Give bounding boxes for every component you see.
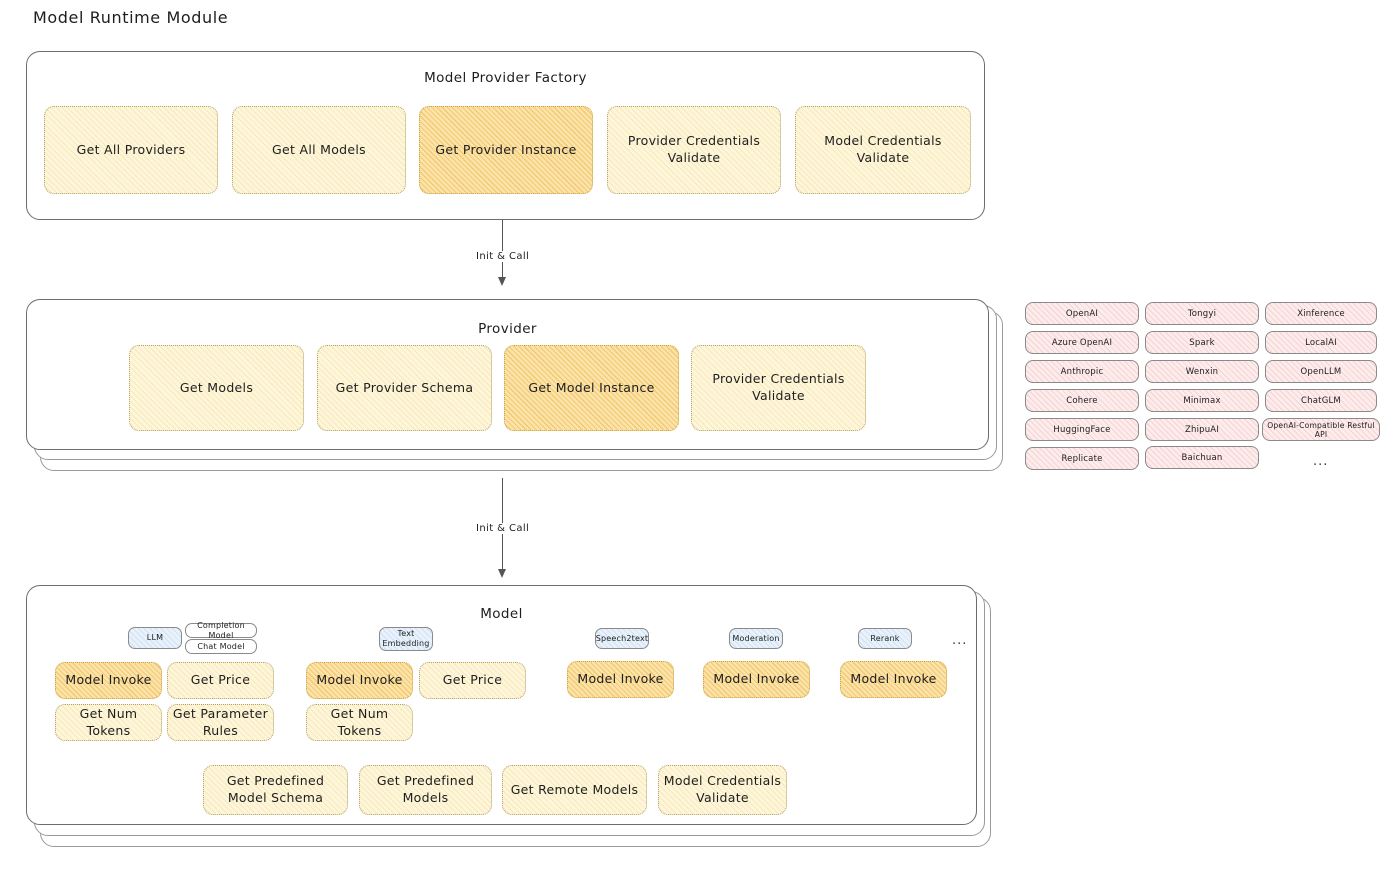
provider-chip-zhipuai[interactable]: ZhipuAI bbox=[1145, 418, 1259, 441]
provider-list-more-ellipsis: ... bbox=[1313, 454, 1329, 469]
op-speech2text-model-invoke[interactable]: Model Invoke bbox=[567, 661, 674, 698]
op-get-predefined-model-schema[interactable]: Get Predefined Model Schema bbox=[203, 765, 348, 815]
op-moderation-model-invoke[interactable]: Model Invoke bbox=[703, 661, 810, 698]
provider-chip-xinference[interactable]: Xinference bbox=[1265, 302, 1377, 325]
provider-chip-baichuan[interactable]: Baichuan bbox=[1145, 446, 1259, 469]
provider-chip-openllm[interactable]: OpenLLM bbox=[1265, 360, 1377, 383]
model-type-badge-llm[interactable]: LLM bbox=[128, 627, 182, 649]
provider-chip-openai[interactable]: OpenAI bbox=[1025, 302, 1139, 325]
op-model-credentials-validate-2[interactable]: Model Credentials Validate bbox=[658, 765, 787, 815]
arrow-label-init-call-2: Init & Call bbox=[472, 523, 534, 534]
op-get-remote-models[interactable]: Get Remote Models bbox=[502, 765, 647, 815]
model-subtype-badge-chat-model[interactable]: Chat Model bbox=[185, 639, 257, 654]
op-llm-model-invoke[interactable]: Model Invoke bbox=[55, 662, 162, 699]
model-type-badge-moderation[interactable]: Moderation bbox=[729, 628, 783, 649]
op-llm-get-num-tokens[interactable]: Get Num Tokens bbox=[55, 704, 162, 741]
provider-chip-minimax[interactable]: Minimax bbox=[1145, 389, 1259, 412]
page-title: Model Runtime Module bbox=[33, 8, 229, 27]
op-get-provider-instance[interactable]: Get Provider Instance bbox=[419, 106, 593, 194]
provider-title: Provider bbox=[478, 321, 537, 337]
op-textembedding-model-invoke[interactable]: Model Invoke bbox=[306, 662, 413, 699]
op-provider-credentials-validate-2[interactable]: Provider Credentials Validate bbox=[691, 345, 866, 431]
provider-chip-huggingface[interactable]: HuggingFace bbox=[1025, 418, 1139, 441]
op-model-credentials-validate[interactable]: Model Credentials Validate bbox=[795, 106, 971, 194]
model-subtype-badge-completion-model[interactable]: Completion Model bbox=[185, 621, 257, 640]
op-get-models[interactable]: Get Models bbox=[129, 345, 304, 431]
model-type-badge-text-embedding[interactable]: Text Embedding bbox=[379, 627, 433, 651]
provider-chip-openai-compatible-restful-api[interactable]: OpenAI-Compatible Restful API bbox=[1262, 418, 1380, 441]
op-textembedding-get-num-tokens[interactable]: Get Num Tokens bbox=[306, 704, 413, 741]
op-get-all-models[interactable]: Get All Models bbox=[232, 106, 406, 194]
arrow-provider-to-model-head bbox=[498, 569, 506, 578]
arrow-label-init-call-1: Init & Call bbox=[472, 251, 534, 262]
op-textembedding-get-price[interactable]: Get Price bbox=[419, 662, 526, 699]
op-llm-get-parameter-rules[interactable]: Get Parameter Rules bbox=[167, 704, 274, 741]
provider-chip-azure-openai[interactable]: Azure OpenAI bbox=[1025, 331, 1139, 354]
op-llm-get-price[interactable]: Get Price bbox=[167, 662, 274, 699]
op-get-predefined-models[interactable]: Get Predefined Models bbox=[359, 765, 492, 815]
provider-chip-cohere[interactable]: Cohere bbox=[1025, 389, 1139, 412]
provider-chip-tongyi[interactable]: Tongyi bbox=[1145, 302, 1259, 325]
model-type-badge-rerank[interactable]: Rerank bbox=[858, 628, 912, 649]
op-provider-credentials-validate[interactable]: Provider Credentials Validate bbox=[607, 106, 781, 194]
op-rerank-model-invoke[interactable]: Model Invoke bbox=[840, 661, 947, 698]
provider-chip-chatglm[interactable]: ChatGLM bbox=[1265, 389, 1377, 412]
provider-chip-replicate[interactable]: Replicate bbox=[1025, 447, 1139, 470]
model-title: Model bbox=[480, 606, 523, 622]
model-types-more-ellipsis: ... bbox=[952, 633, 968, 648]
provider-chip-wenxin[interactable]: Wenxin bbox=[1145, 360, 1259, 383]
op-get-model-instance[interactable]: Get Model Instance bbox=[504, 345, 679, 431]
provider-chip-spark[interactable]: Spark bbox=[1145, 331, 1259, 354]
provider-chip-localai[interactable]: LocalAI bbox=[1265, 331, 1377, 354]
arrow-factory-to-provider-head bbox=[498, 277, 506, 286]
op-get-provider-schema[interactable]: Get Provider Schema bbox=[317, 345, 492, 431]
op-get-all-providers[interactable]: Get All Providers bbox=[44, 106, 218, 194]
provider-chip-anthropic[interactable]: Anthropic bbox=[1025, 360, 1139, 383]
model-type-badge-speech2text[interactable]: Speech2text bbox=[595, 628, 649, 649]
model-provider-factory-title: Model Provider Factory bbox=[424, 70, 587, 86]
